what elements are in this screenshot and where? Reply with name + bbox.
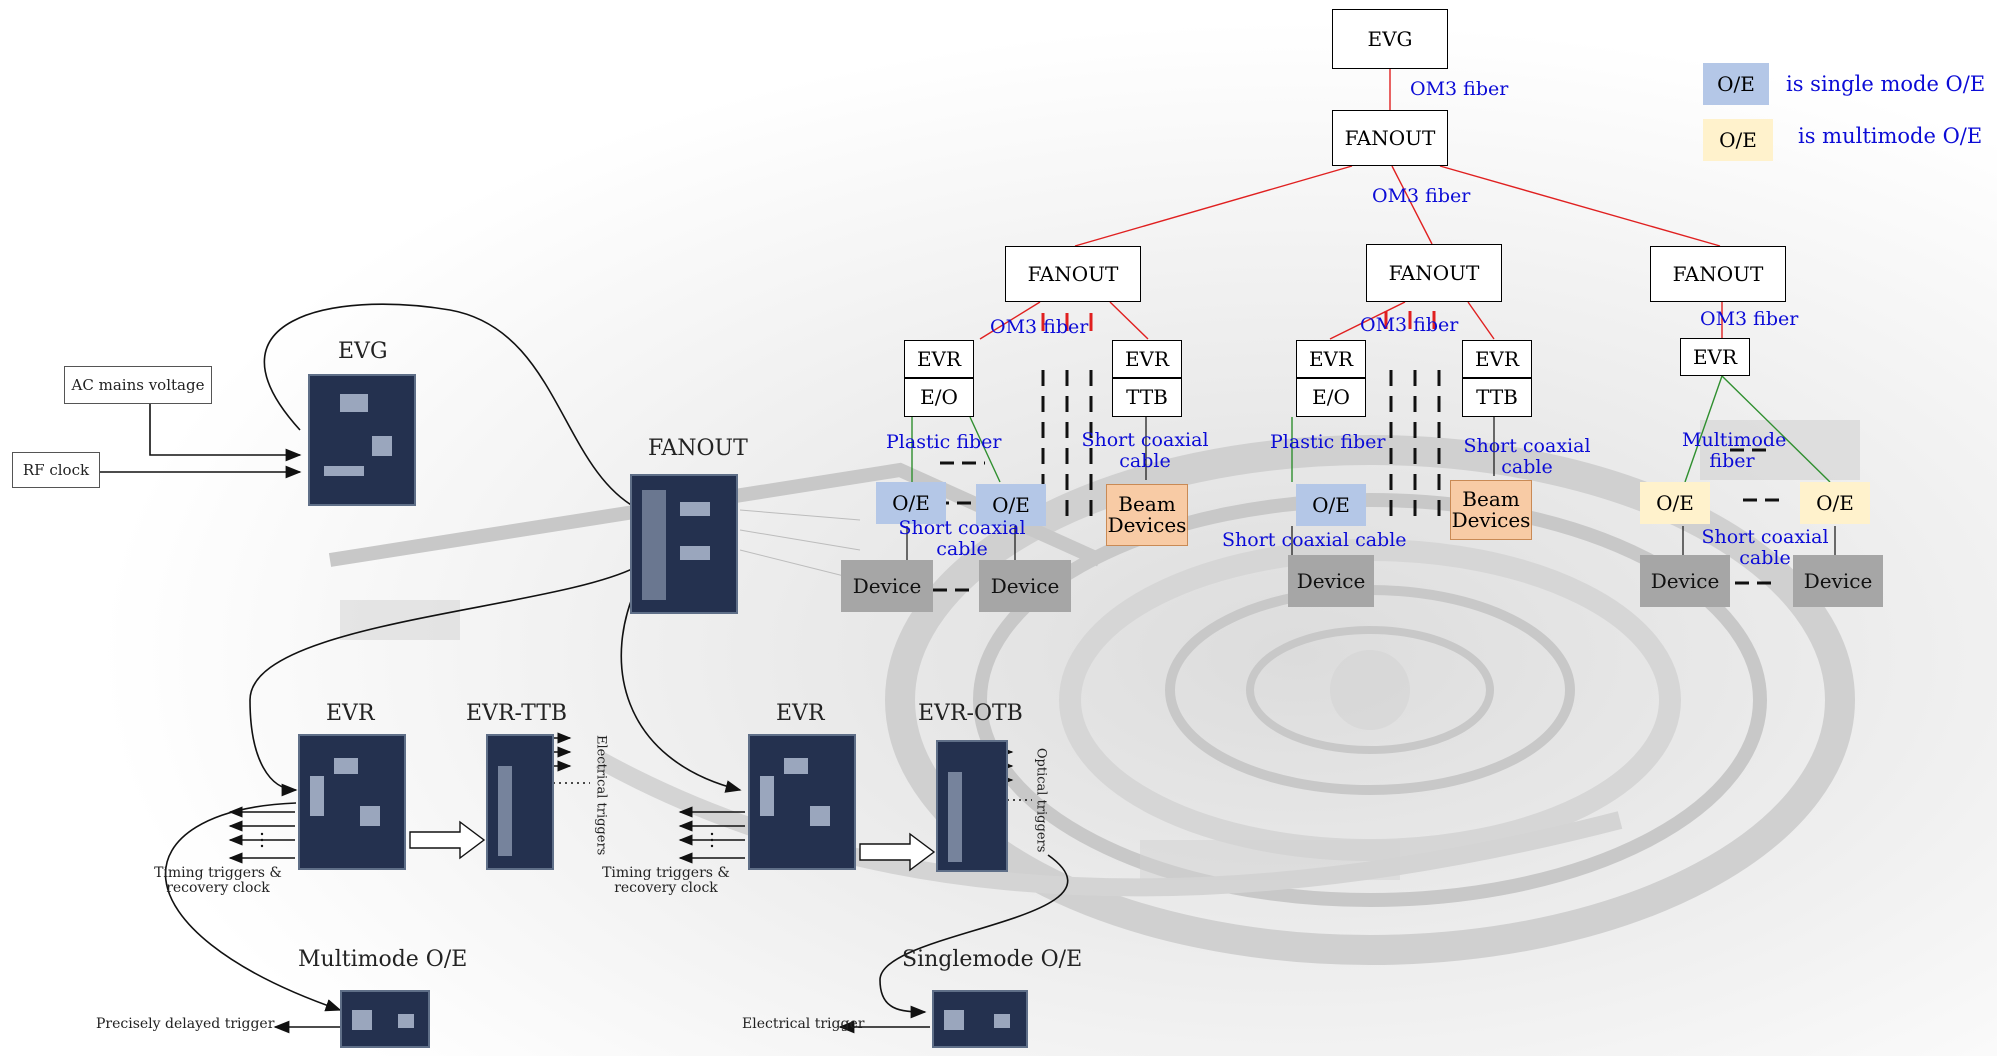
- b2-evr-box: EVR: [1296, 340, 1366, 378]
- b1-coax-ttb-label: Short coaxial cable: [1081, 429, 1209, 472]
- b2-oe-box: O/E: [1296, 484, 1366, 526]
- b1-coax-label: Short coaxial cable: [898, 517, 1026, 560]
- hw-fanout-label: FANOUT: [648, 436, 748, 461]
- b3-device-right-box: Device: [1793, 555, 1883, 607]
- fanout-board: [630, 474, 738, 614]
- evr-right-board: [748, 734, 856, 870]
- legend-single-mode-text: is single mode O/E: [1786, 72, 1986, 96]
- plastic-fiber-lines: [911, 375, 1831, 483]
- legend-single-mode-box: O/E: [1703, 63, 1769, 105]
- fiber-label-b2: OM3 fiber: [1360, 314, 1459, 336]
- fanout-box-1: FANOUT: [1005, 246, 1141, 302]
- evr-ttb-board: [486, 734, 554, 870]
- fiber-lines: [979, 69, 1723, 340]
- fiber-label-main: OM3 fiber: [1372, 185, 1471, 207]
- hw-singlemode-oe-label: Singlemode O/E: [902, 947, 1083, 972]
- b1-evr-box: EVR: [904, 340, 974, 378]
- multimode-oe-board: [340, 990, 430, 1048]
- b3-oe-left-box: O/E: [1640, 482, 1710, 524]
- ellipsis-dashes: [933, 370, 1785, 592]
- hw-multimode-oe-label: Multimode O/E: [298, 947, 468, 972]
- b3-oe-right-box: O/E: [1800, 482, 1870, 524]
- rf-clock-box: RF clock: [12, 452, 100, 488]
- electrical-triggers-label: Electrical triggers: [593, 734, 609, 856]
- evg-root-box: EVG: [1332, 9, 1448, 69]
- legend-multimode-box: O/E: [1703, 119, 1773, 161]
- b1-oe-right-box: O/E: [976, 484, 1046, 526]
- coax-lines: [906, 417, 1836, 560]
- hw-evr-ttb-label: EVR-TTB: [466, 701, 568, 726]
- evr-otb-board: [936, 740, 1008, 872]
- singlemode-oe-board: [932, 990, 1028, 1048]
- hw-evr-right-label: EVR: [776, 701, 825, 726]
- timing-right-label: Timing triggers & recovery clock: [602, 865, 730, 897]
- b2-evr-ttb-box: EVR: [1462, 340, 1532, 378]
- b1-plastic-fiber-label: Plastic fiber: [886, 431, 1002, 453]
- b2-ttb-box: TTB: [1462, 378, 1532, 417]
- b2-device-box: Device: [1288, 555, 1374, 607]
- b1-device-right-box: Device: [979, 560, 1071, 612]
- ac-mains-box: AC mains voltage: [64, 366, 212, 404]
- fanout-box-3: FANOUT: [1650, 246, 1786, 302]
- hw-evg-label: EVG: [338, 339, 388, 364]
- b2-beam-devices-box: Beam Devices: [1450, 480, 1532, 540]
- fanout-box-2: FANOUT: [1366, 244, 1502, 302]
- b1-evr-ttb-box: EVR: [1112, 340, 1182, 378]
- fiber-label-b1: OM3 fiber: [990, 316, 1089, 338]
- fiber-dashes: [1041, 311, 1436, 331]
- evg-board: [308, 374, 416, 506]
- hw-evr-otb-label: EVR-OTB: [918, 701, 1023, 726]
- fiber-label-b3: OM3 fiber: [1700, 308, 1799, 330]
- evr-left-board: [298, 734, 406, 870]
- fanout-main-box: FANOUT: [1332, 110, 1448, 166]
- b2-eo-box: E/O: [1296, 378, 1366, 417]
- b1-device-left-box: Device: [841, 560, 933, 612]
- b3-evr-box: EVR: [1680, 338, 1750, 376]
- b1-oe-left-box: O/E: [876, 482, 946, 524]
- b3-coax-label: Short coaxial cable: [1701, 526, 1829, 569]
- b3-multimode-fiber-label: Multimode fiber: [1682, 429, 1787, 472]
- b3-device-left-box: Device: [1640, 555, 1730, 607]
- hw-evr-left-label: EVR: [326, 701, 375, 726]
- b2-coax-ttb-label: Short coaxial cable: [1463, 435, 1591, 478]
- fiber-label-root: OM3 fiber: [1410, 78, 1509, 100]
- b1-ttb-box: TTB: [1112, 378, 1182, 417]
- b2-plastic-fiber-label: Plastic fiber: [1270, 431, 1386, 453]
- hardware-cables: [100, 303, 1069, 1034]
- delayed-trigger-label: Precisely delayed trigger: [96, 1016, 275, 1032]
- timing-left-label: Timing triggers & recovery clock: [154, 865, 282, 897]
- legend-multimode-text: is multimode O/E: [1798, 124, 1983, 148]
- b2-coax-label: Short coaxial cable: [1222, 529, 1407, 551]
- b1-eo-box: E/O: [904, 378, 974, 417]
- b1-beam-devices-box: Beam Devices: [1106, 484, 1188, 546]
- electrical-trigger-label: Electrical trigger: [742, 1016, 865, 1032]
- optical-triggers-label: Optical triggers: [1033, 747, 1049, 853]
